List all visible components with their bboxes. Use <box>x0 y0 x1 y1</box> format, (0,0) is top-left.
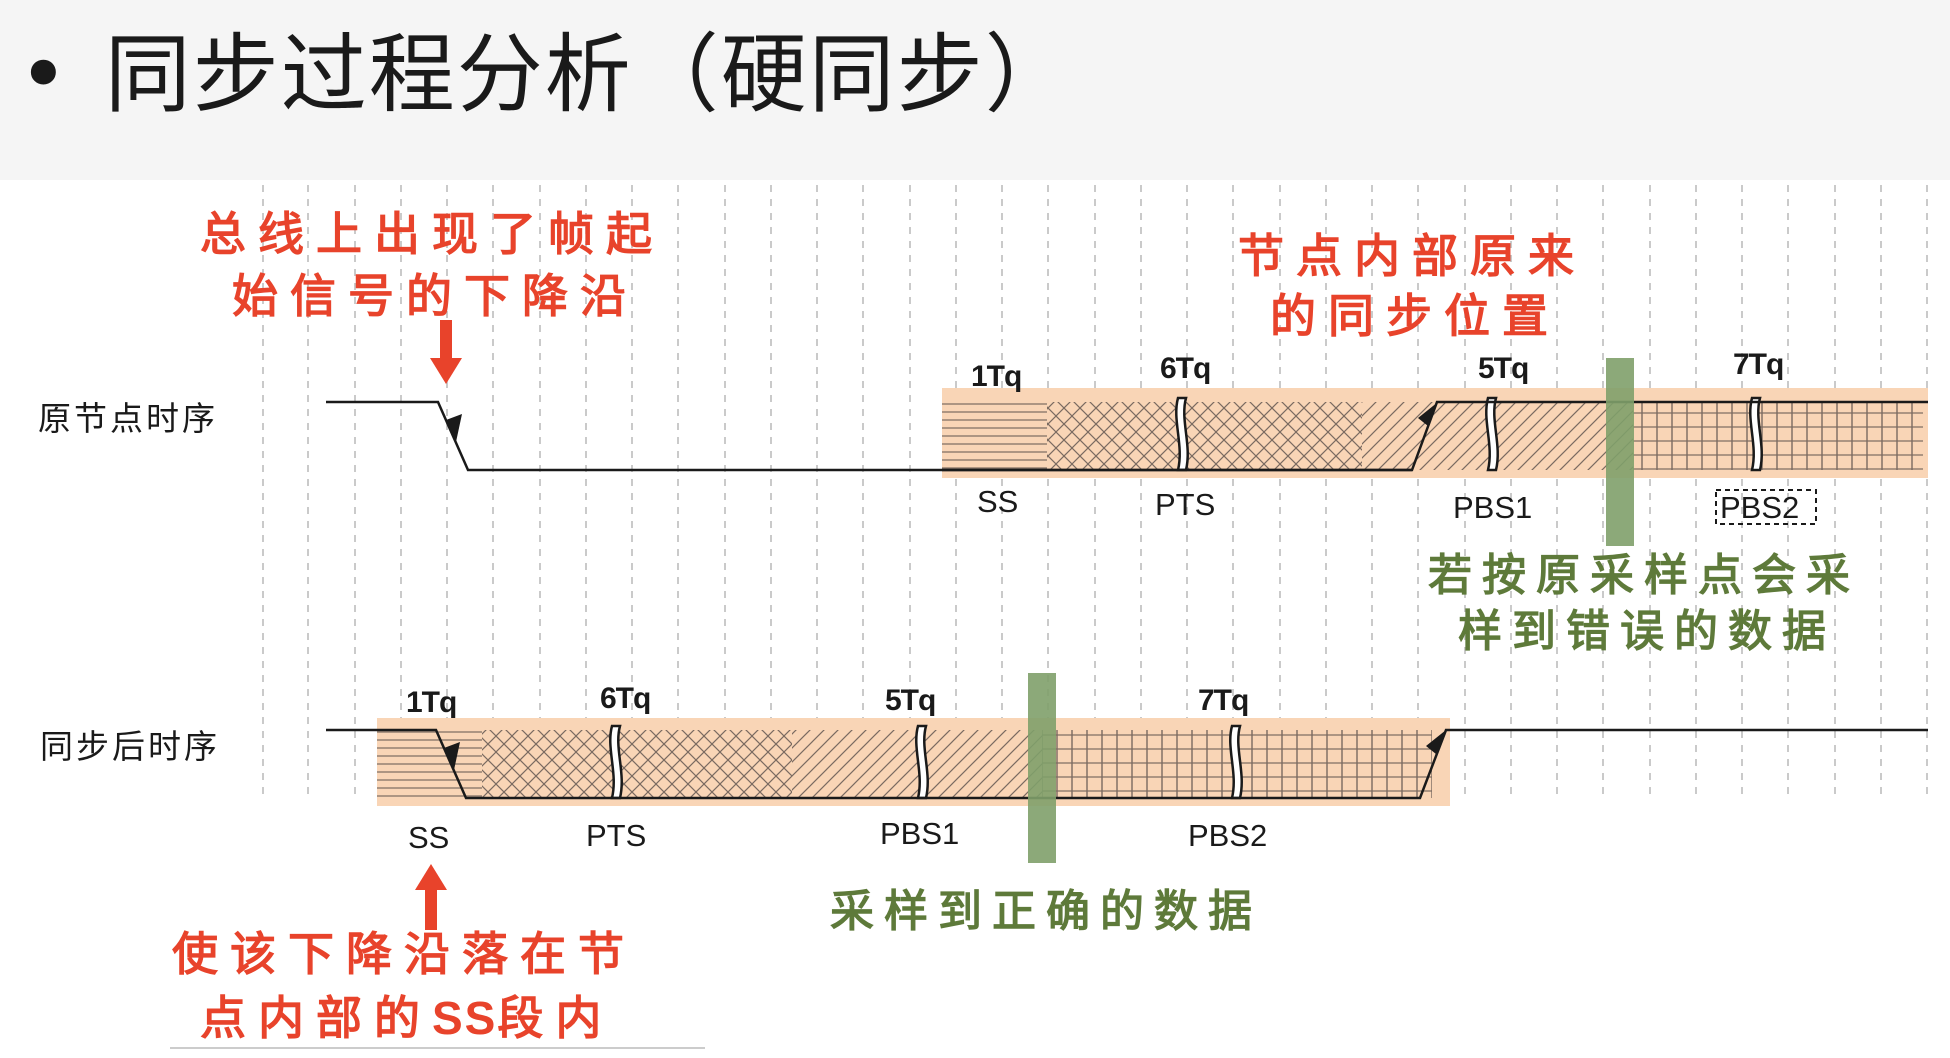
synced-pts-tq: 6Tq <box>600 682 650 715</box>
original-ss-label: SS <box>977 484 1018 519</box>
pbs2-dashed-box <box>1715 489 1817 525</box>
move-edge-text-b: SS <box>432 992 497 1044</box>
annotation-wrong-sample-line2: 样到错误的数据 <box>1458 606 1836 657</box>
original-ss-tq: 1Tq <box>971 360 1021 393</box>
row-label-synced: 同步后时序 <box>40 727 220 766</box>
annotation-move-edge-line1: 使该下降沿落在节 <box>172 927 636 981</box>
synced-signal-line <box>326 728 1928 800</box>
title-text: 同步过程分析（硬同步） <box>104 25 1073 125</box>
original-pbs2-hatch <box>1633 402 1923 470</box>
annotation-orig-sync-line2: 的同步位置 <box>1270 289 1560 343</box>
original-ss-hatch <box>942 402 1047 470</box>
original-pts-hatch <box>1047 402 1362 470</box>
annotation-wrong-sample-line1: 若按原采样点会采 <box>1428 550 1860 601</box>
original-pts-tq: 6Tq <box>1160 352 1210 385</box>
synced-pbs2-tq: 7Tq <box>1198 684 1248 717</box>
synced-ss-hatch <box>377 730 482 798</box>
annotation-move-edge-line2: 点内部的SS段内 <box>200 991 613 1045</box>
down-arrow-shaft <box>440 320 452 362</box>
slide-header <box>0 0 1950 180</box>
original-pts-label: PTS <box>1155 487 1215 522</box>
move-edge-text-c: 段内 <box>497 991 613 1045</box>
synced-pbs2-label: PBS2 <box>1188 818 1267 853</box>
synced-sample-bar <box>1028 673 1056 863</box>
synced-pts-hatch <box>482 730 792 798</box>
slide-title: • 同步过程分析（硬同步） <box>18 4 1073 129</box>
synced-edge-arrow <box>444 742 460 770</box>
original-pbs2-label: PBS2 <box>1720 490 1799 525</box>
synced-ss-tq: 1Tq <box>406 686 456 719</box>
red-arrows <box>415 320 462 930</box>
original-sample-bar <box>1606 358 1634 546</box>
synced-pbs1-label: PBS1 <box>880 816 959 851</box>
up-arrow-head <box>415 864 447 890</box>
synced-breaks <box>609 724 1243 800</box>
up-arrow-shaft <box>425 888 437 930</box>
synced-rise-arrow <box>1426 730 1446 754</box>
annotation-correct-sample: 采样到正确的数据 <box>830 886 1262 937</box>
synced-ss-label: SS <box>408 820 449 855</box>
annotation-falling-edge-line1: 总线上出现了帧起 <box>200 207 664 261</box>
synced-pts-label: PTS <box>586 818 646 853</box>
time-grid <box>262 185 1928 800</box>
original-timing-row <box>326 358 1928 546</box>
annotation-orig-sync-line1: 节点内部原来 <box>1238 229 1586 283</box>
down-arrow-head <box>430 358 462 384</box>
title-bullet: • <box>18 25 71 125</box>
original-pbs1-tq: 5Tq <box>1478 352 1528 385</box>
synced-timing-row <box>326 673 1928 863</box>
annotation-falling-edge-line2: 始信号的下降沿 <box>232 269 638 323</box>
move-edge-text-a: 点内部的 <box>200 991 432 1045</box>
row-label-original: 原节点时序 <box>38 399 218 438</box>
original-pbs2-tq: 7Tq <box>1733 348 1783 381</box>
synced-pbs1-tq: 5Tq <box>885 684 935 717</box>
original-edge-arrow <box>446 414 462 442</box>
original-pbs1-label: PBS1 <box>1453 490 1532 525</box>
original-rise-arrow <box>1418 402 1438 426</box>
